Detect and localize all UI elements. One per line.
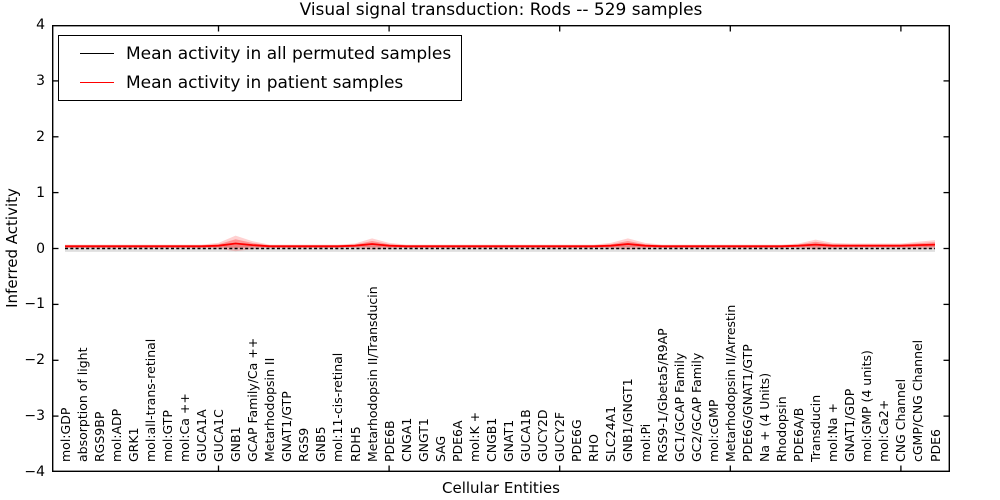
- x-category-label: RGS9: [296, 427, 312, 462]
- x-category-label: SLC24A1: [603, 405, 619, 462]
- x-category-label: GUCY2D: [535, 409, 551, 462]
- y-tick-label: −2: [24, 352, 45, 369]
- x-category-label: Transducin: [808, 394, 824, 462]
- x-category-label: GNB1/GNGT1: [620, 378, 636, 462]
- legend-label-patient: Mean activity in patient samples: [126, 72, 404, 93]
- x-category-label: mol:all-trans-retinal: [142, 338, 158, 462]
- x-category-label: GNAT1: [501, 419, 517, 462]
- y-axis-label: Inferred Activity: [3, 188, 21, 308]
- legend: Mean activity in all permuted samples Me…: [58, 35, 463, 101]
- x-category-label: absorption of light: [74, 347, 90, 462]
- x-category-label: Rhodopsin: [773, 396, 789, 462]
- legend-row-permuted: Mean activity in all permuted samples: [59, 39, 451, 68]
- x-category-label: PDE6A/B: [791, 407, 807, 462]
- x-category-label: GNAT1/GDP: [842, 388, 858, 462]
- x-category-label: GUCA1B: [518, 409, 534, 462]
- x-category-label: mol:Ca ++: [176, 393, 192, 462]
- x-category-label: Metarhodopsin II: [262, 357, 278, 462]
- legend-row-patient: Mean activity in patient samples: [59, 68, 451, 97]
- x-category-label: GNB5: [313, 426, 329, 462]
- x-category-label: SAG: [432, 435, 448, 462]
- x-category-label: PDE6A: [449, 420, 465, 462]
- x-category-label: RGS9-1/Gbeta5/R9AP: [654, 328, 670, 462]
- x-category-label: RDH5: [347, 426, 363, 462]
- x-category-label: mol:K +: [466, 411, 482, 462]
- x-category-label: CNGA1: [398, 417, 414, 462]
- x-category-label: mol:GMP (4 units): [859, 350, 875, 462]
- x-category-label: RGS9BP: [91, 411, 107, 462]
- x-category-label: CNGB1: [483, 417, 499, 462]
- x-category-label: GC1/GCAP Family: [671, 352, 687, 462]
- x-category-label: mol:11-cis-retinal: [330, 352, 346, 462]
- x-category-label: mol:Ca2+: [876, 399, 892, 462]
- y-tick-label: 4: [36, 17, 45, 33]
- y-tick-label: 3: [36, 72, 45, 89]
- x-category-label: mol:GTP: [159, 410, 175, 462]
- plot-frame: [52, 25, 950, 472]
- x-category-label: GCAP Family/Ca ++: [245, 337, 261, 462]
- x-category-label: PDE6G/GNAT1/GTP: [739, 344, 755, 462]
- x-category-label: PDE6B: [381, 420, 397, 462]
- legend-black-line-icon: [80, 53, 114, 54]
- x-category-label: GUCA1C: [211, 409, 227, 462]
- legend-label-permuted: Mean activity in all permuted samples: [126, 43, 452, 64]
- x-category-label: CNG Channel: [893, 378, 909, 462]
- patient-mean-line: [65, 242, 936, 248]
- x-category-label: Metarhodopsin II/Arrestin: [722, 304, 738, 462]
- plot-canvas: [52, 25, 950, 472]
- plot-area: Mean activity in all permuted samples Me…: [52, 25, 950, 472]
- x-category-label: GRK1: [125, 427, 141, 462]
- x-category-label: mol:ADP: [108, 408, 124, 462]
- x-category-label: Na + (4 Units): [756, 372, 772, 462]
- x-category-label: mol:cGMP: [705, 399, 721, 462]
- x-category-label: mol:Na +: [825, 403, 841, 462]
- chart-title: Visual signal transduction: Rods -- 529 …: [299, 0, 703, 20]
- x-category-label: RHO: [586, 434, 602, 462]
- y-tick-label: 2: [36, 128, 45, 145]
- y-tick-label: −3: [24, 408, 45, 425]
- x-category-label: cGMP/CNG Channel: [910, 339, 926, 462]
- legend-red-line-icon: [80, 82, 114, 83]
- y-tick-label: 0: [36, 240, 45, 257]
- x-category-label: mol:Pi: [637, 423, 653, 462]
- y-tick-label: 1: [36, 184, 45, 201]
- x-category-label: GUCA1A: [193, 409, 209, 462]
- x-category-label: GC2/GCAP Family: [688, 352, 704, 462]
- x-axis-label: Cellular Entities: [442, 479, 560, 497]
- x-category-label: GNB1: [228, 426, 244, 462]
- x-category-label: mol:GDP: [57, 407, 73, 462]
- y-tick-label: −4: [24, 464, 45, 480]
- x-category-label: PDE6: [927, 428, 943, 462]
- x-category-label: PDE6G: [569, 419, 585, 462]
- x-category-label: GUCY2F: [552, 411, 568, 462]
- y-tick-label: −1: [24, 296, 45, 313]
- x-category-label: Metarhodopsin II/Transducin: [364, 286, 380, 462]
- x-category-label: GNGT1: [415, 418, 431, 462]
- patient-std-band: [65, 235, 935, 252]
- x-category-label: GNAT1/GTP: [279, 391, 295, 462]
